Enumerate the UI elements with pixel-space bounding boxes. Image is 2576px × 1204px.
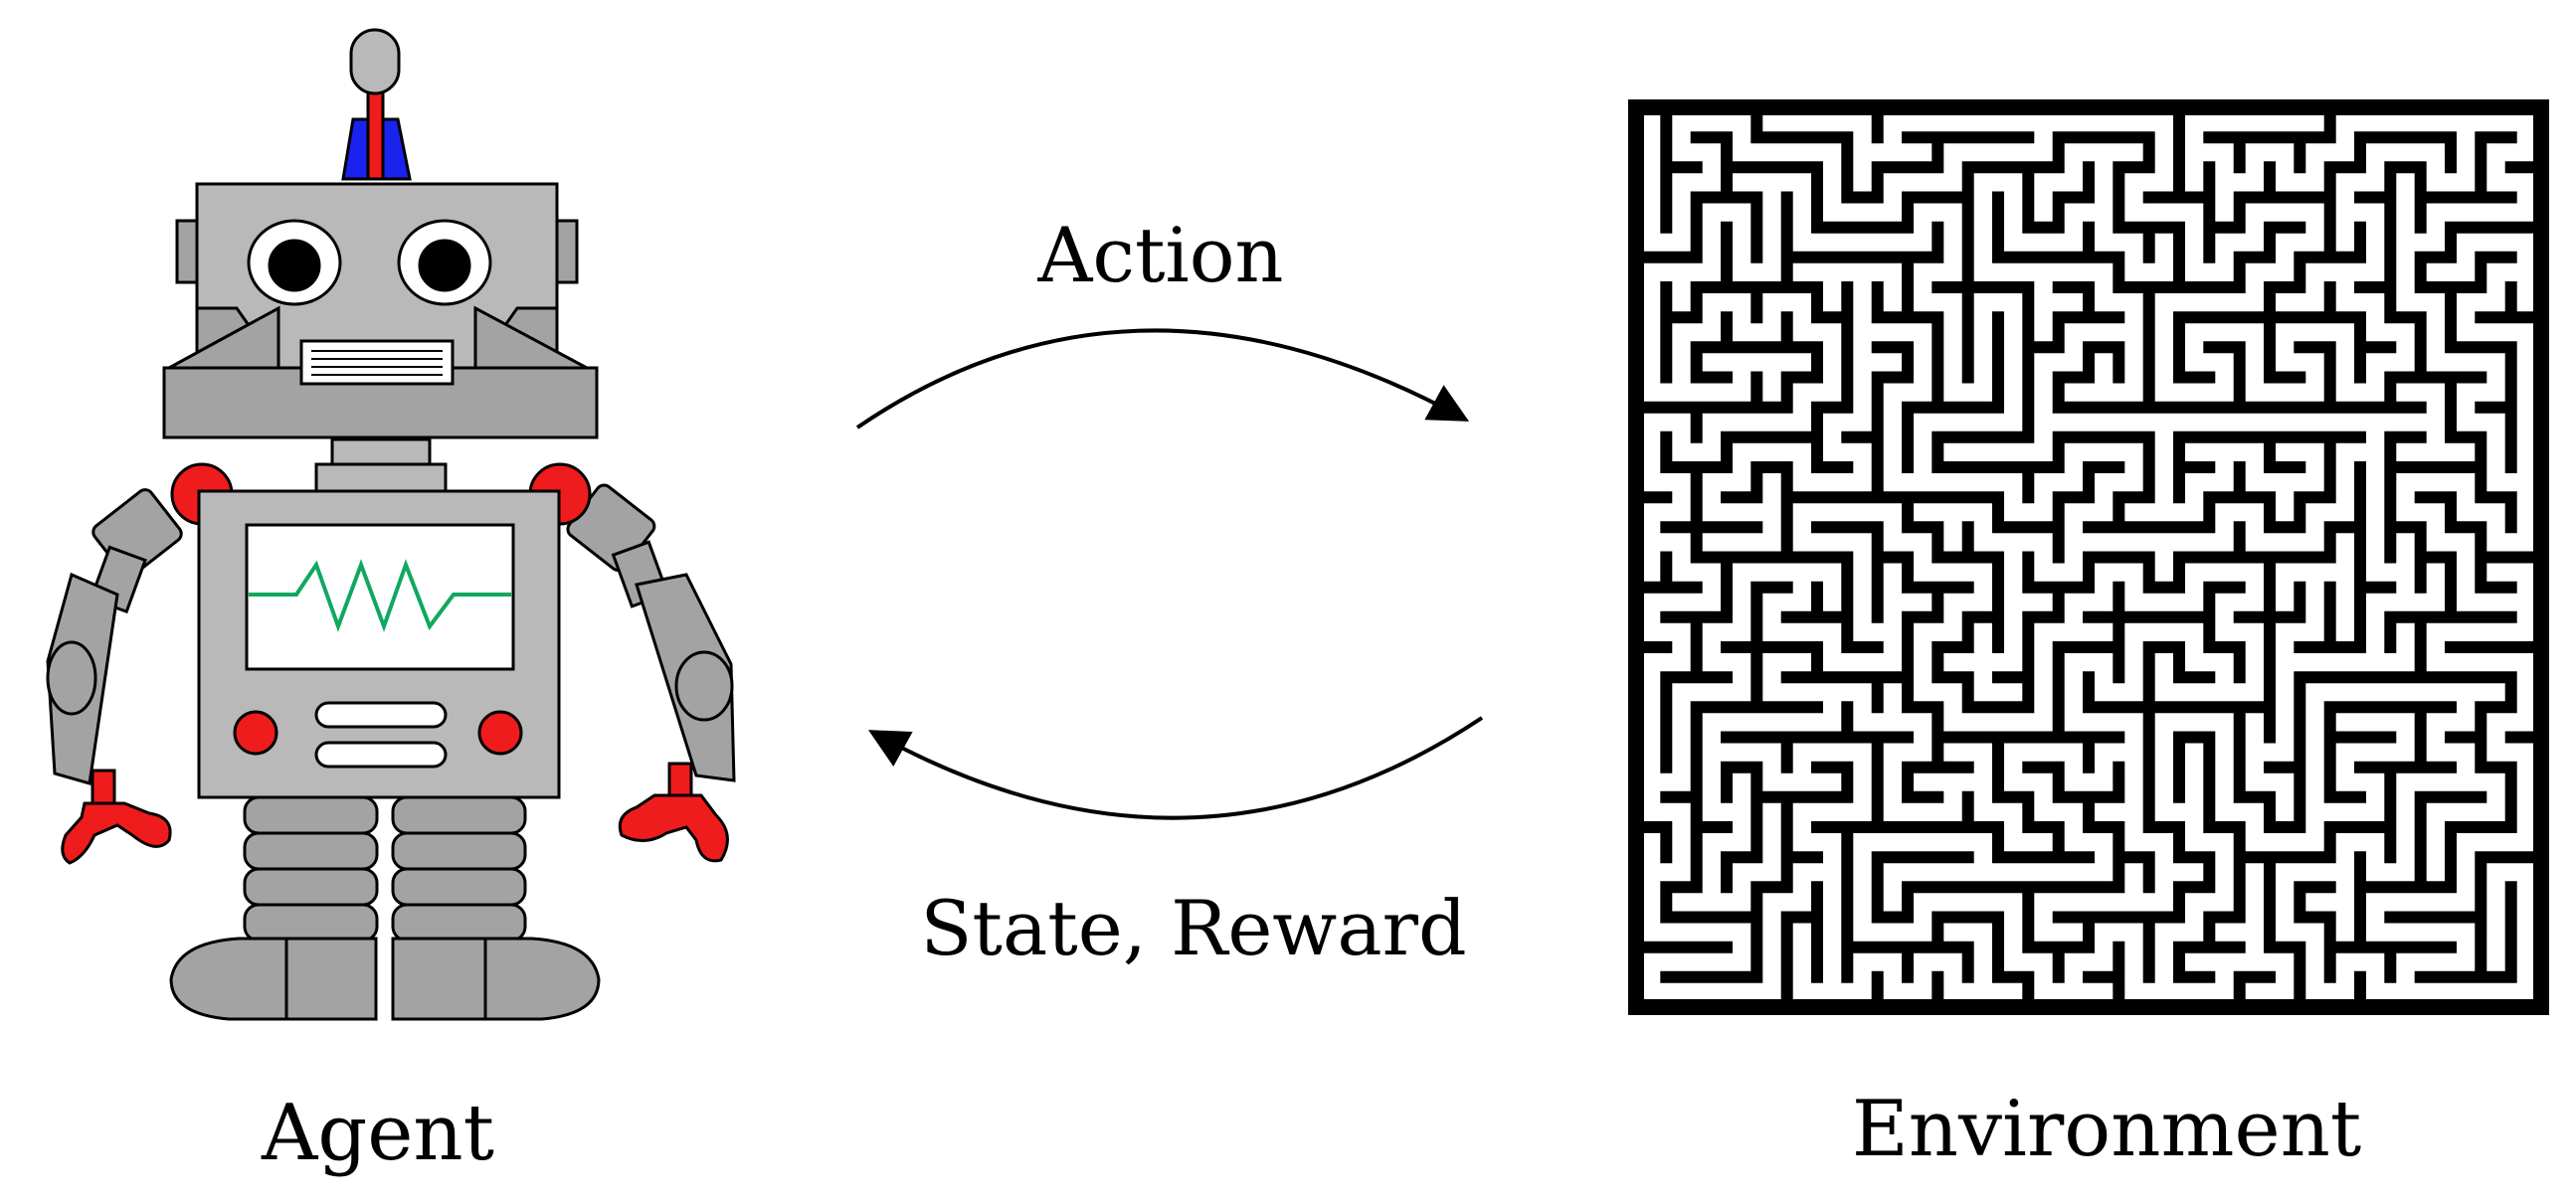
agent-label: Agent bbox=[261, 1089, 494, 1178]
robot-legs bbox=[243, 795, 527, 943]
action-arrow bbox=[855, 328, 1470, 430]
robot-torso bbox=[197, 489, 561, 799]
environment-label: Environment bbox=[1852, 1085, 2361, 1174]
maze-icon bbox=[1628, 99, 2549, 1015]
state-reward-label: State, Reward bbox=[920, 884, 1466, 972]
robot-screen-wave bbox=[249, 559, 511, 632]
robot-arm-left bbox=[46, 488, 183, 865]
robot-mouth bbox=[299, 339, 455, 386]
robot-arm-right bbox=[566, 483, 736, 863]
antenna bbox=[341, 28, 412, 181]
state-reward-arrow bbox=[867, 716, 1484, 820]
robot-feet bbox=[169, 937, 601, 1021]
robot-head bbox=[162, 182, 599, 439]
robot-screen bbox=[245, 523, 515, 671]
action-label: Action bbox=[1037, 211, 1284, 299]
robot-icon bbox=[46, 28, 736, 1021]
maze-walls bbox=[1630, 101, 2547, 1013]
